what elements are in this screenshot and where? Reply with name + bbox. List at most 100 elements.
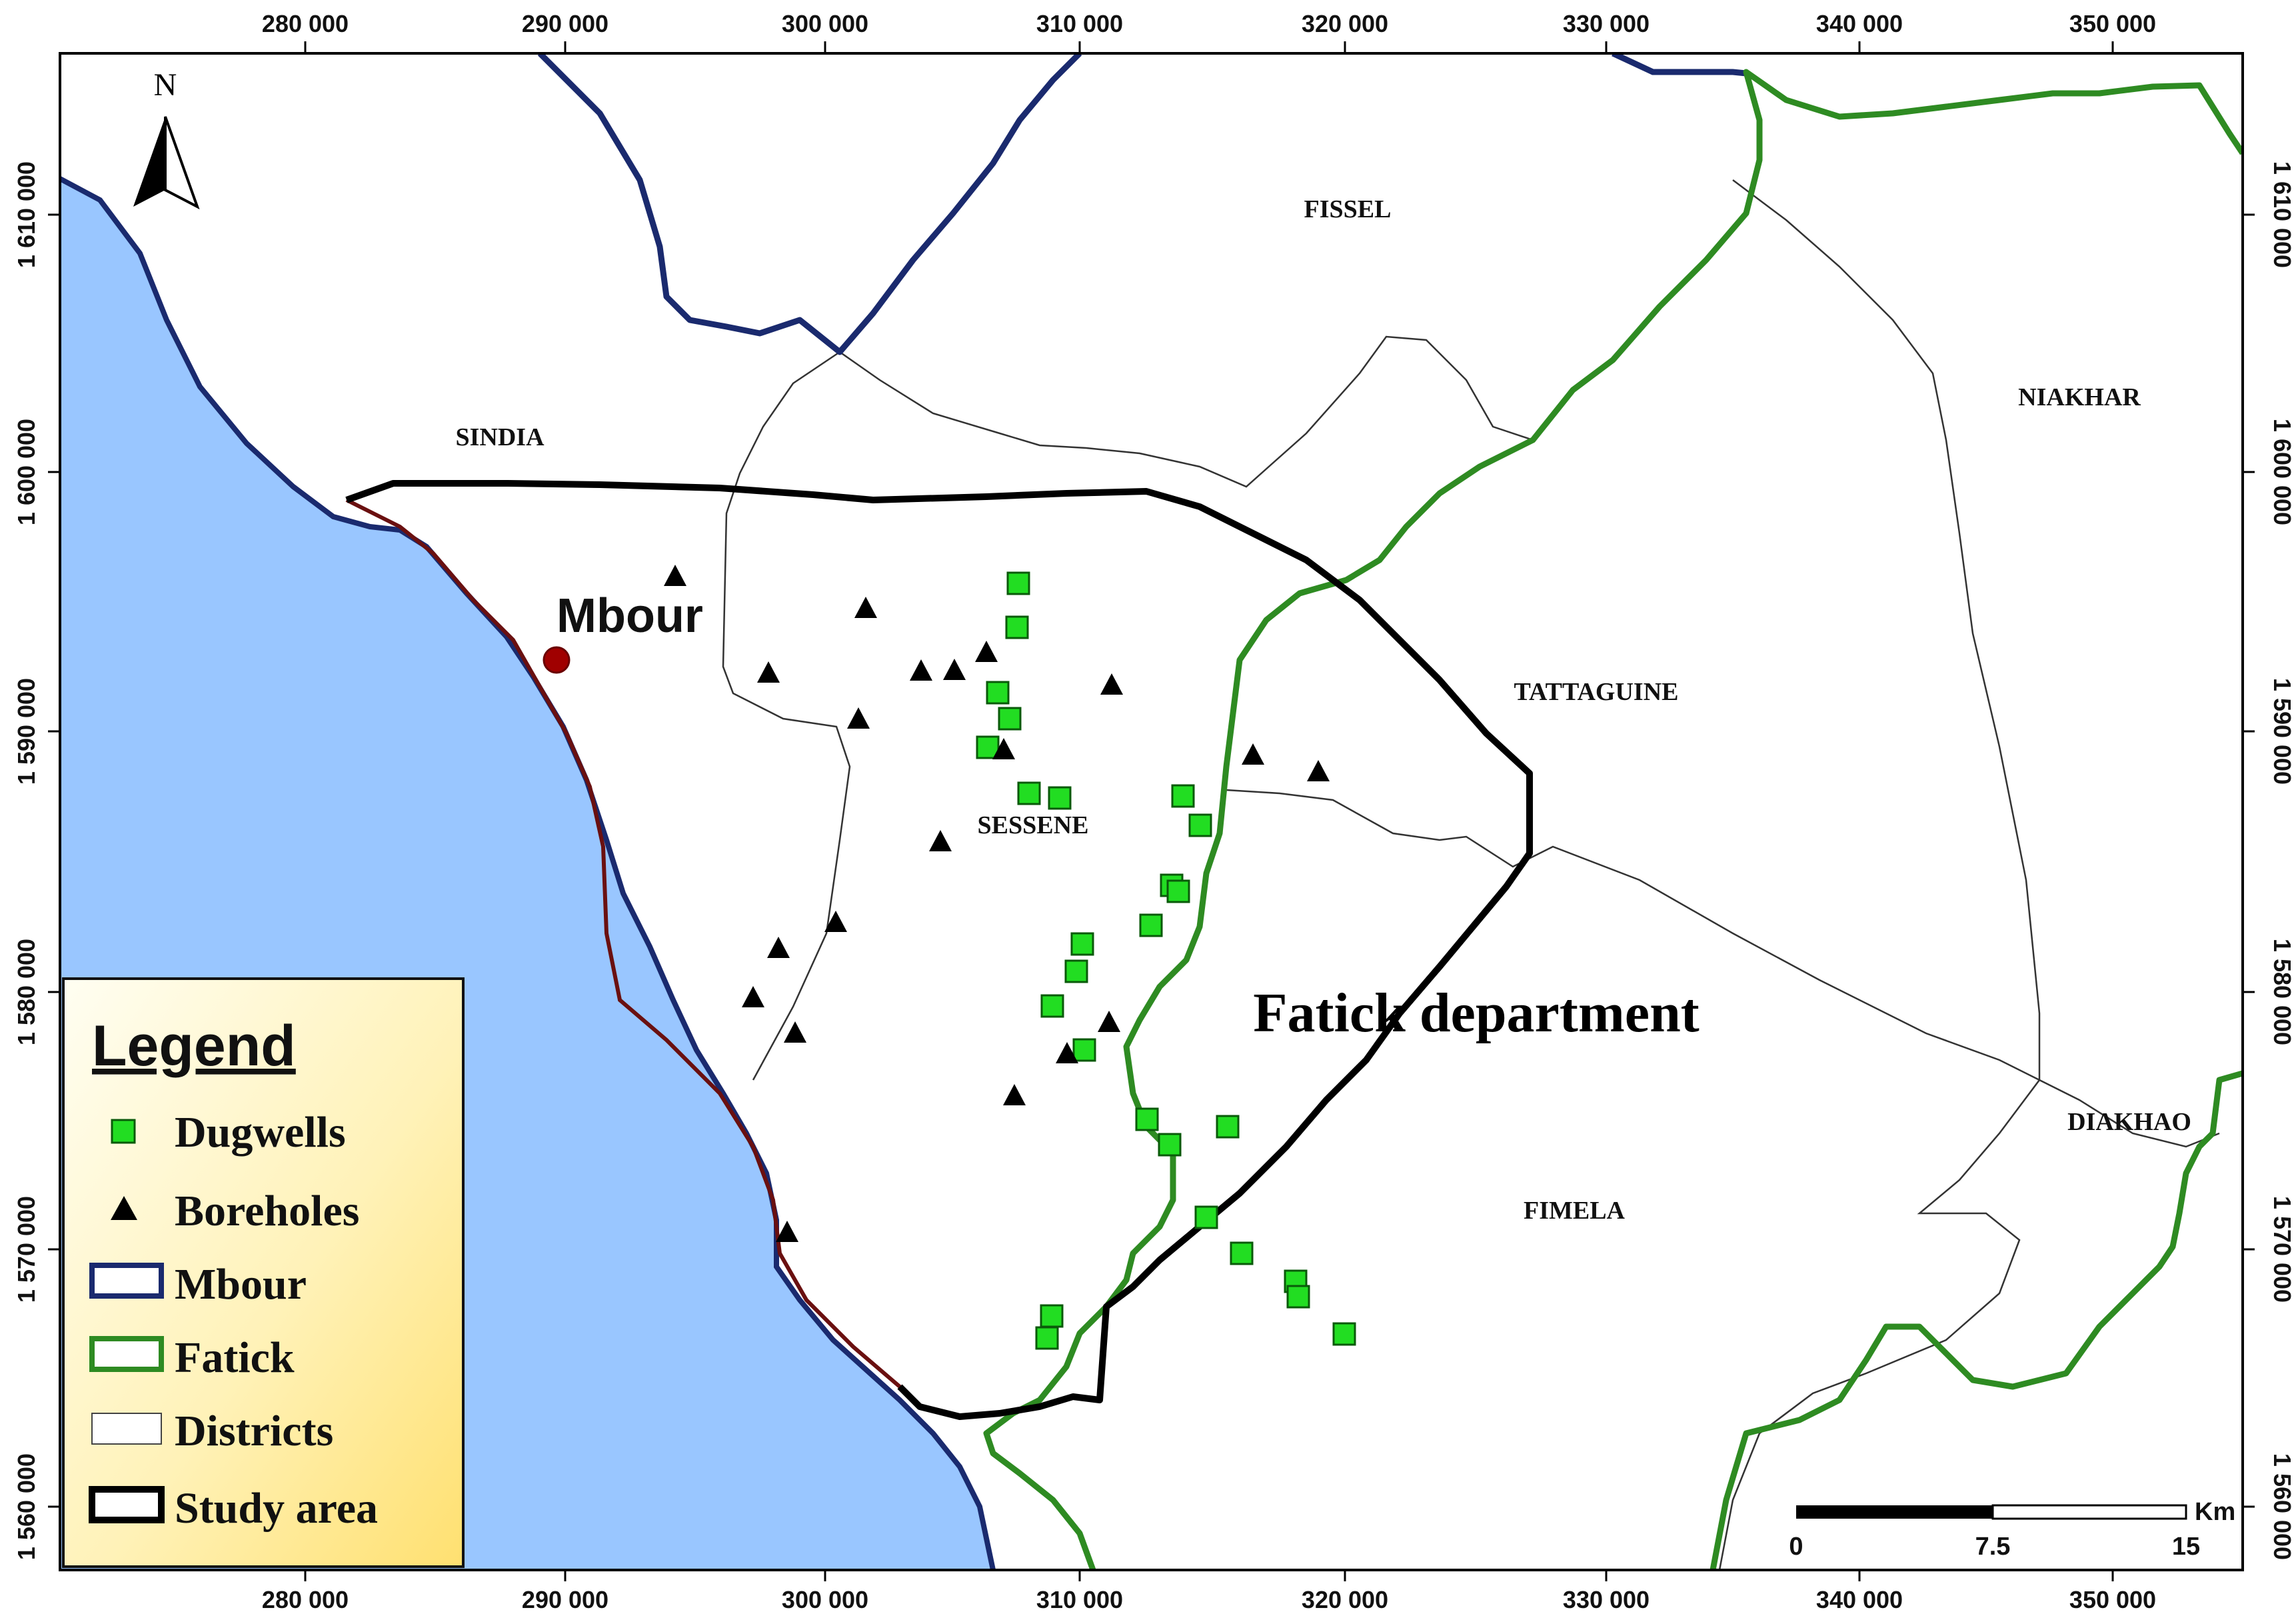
dugwell-marker (1005, 615, 1029, 639)
dugwell-marker (1166, 879, 1190, 903)
legend-label-mbour: Mbour (175, 1260, 307, 1309)
fatick-boundary-east (1710, 1070, 2243, 1570)
dugwell-marker (1035, 1326, 1059, 1350)
x-tick-label-bottom: 320 000 (1302, 1586, 1388, 1613)
legend-study-area-icon (89, 1486, 165, 1523)
borehole-marker (992, 738, 1015, 759)
city-marker-mbour (543, 646, 571, 674)
fatick-boundary (983, 69, 2243, 1570)
borehole-marker (1242, 743, 1264, 765)
y-tick-label-right: 1 590 000 (2269, 678, 2296, 785)
borehole-marker (975, 641, 998, 662)
mbour-coast-line (60, 176, 996, 1570)
dugwell-marker (1188, 813, 1212, 837)
legend-label-fatick: Fatick (175, 1333, 295, 1382)
legend-label-study-area: Study area (175, 1484, 378, 1533)
x-tick-label-bottom: 340 000 (1816, 1586, 1903, 1613)
city-label-mbour: Mbour (557, 589, 703, 643)
dugwell-marker (1040, 1304, 1064, 1328)
dugwell-marker (1017, 781, 1041, 805)
dugwell-marker (1194, 1205, 1218, 1229)
y-tick-label-left: 1 570 000 (13, 1196, 40, 1303)
dugwell-marker (1216, 1115, 1240, 1139)
y-tick-label-left: 1 580 000 (13, 939, 40, 1045)
borehole-marker (910, 659, 932, 681)
x-tick-label-top: 330 000 (1563, 10, 1650, 37)
mbour-boundary (537, 53, 1082, 355)
district-label-niakhar: NIAKHAR (2018, 383, 2141, 411)
borehole-marker (776, 1221, 798, 1242)
borehole-marker (1003, 1084, 1026, 1105)
x-tick-label-top: 280 000 (262, 10, 349, 37)
x-tick-label-bottom: 310 000 (1036, 1586, 1123, 1613)
scale-bar: 0 7.5 15 Km (1789, 1498, 2235, 1561)
district-label-tattaguine: TATTAGUINE (1514, 678, 1678, 706)
mbour-boundary-north (1612, 53, 1747, 77)
x-tick-label-top: 340 000 (1816, 10, 1903, 37)
y-tick-label-right: 1 560 000 (2269, 1453, 2296, 1560)
x-tick-label-top: 310 000 (1036, 10, 1123, 37)
dugwell-layer (976, 571, 1356, 1350)
scale-label-0: 0 (1789, 1533, 1803, 1561)
x-tick-label-bottom: 290 000 (522, 1586, 608, 1613)
scale-bar-black (1796, 1505, 1993, 1519)
dugwell-marker (1006, 571, 1030, 595)
borehole-marker (943, 659, 966, 680)
y-tick-label-left: 1 560 000 (13, 1453, 40, 1560)
scale-bar-white (1991, 1504, 2187, 1520)
dugwell-marker (998, 707, 1022, 731)
y-tick-label-right: 1 600 000 (2269, 419, 2296, 525)
dugwell-marker (1072, 1038, 1096, 1062)
dugwell-marker (1070, 932, 1094, 956)
legend-dugwell-icon (111, 1119, 136, 1144)
x-tick-label-bottom: 350 000 (2069, 1586, 2156, 1613)
dugwell-marker (1064, 959, 1088, 983)
dugwell-marker (1040, 994, 1064, 1018)
borehole-marker (664, 565, 686, 586)
borehole-marker (1307, 760, 1330, 781)
map-frame-border (59, 52, 2244, 1571)
borehole-marker (847, 707, 870, 729)
x-tick-label-bottom: 280 000 (262, 1586, 349, 1613)
legend-mbour-icon (89, 1263, 164, 1299)
dugwell-marker (1158, 1133, 1182, 1157)
borehole-marker (824, 911, 847, 932)
district-label-fimela: FIMELA (1524, 1197, 1626, 1225)
north-arrow-icon (133, 117, 165, 207)
north-label: N (154, 67, 177, 103)
district-lines (722, 179, 2220, 1570)
north-arrow-icon-right (164, 116, 200, 210)
legend-label-districts: Districts (175, 1407, 333, 1455)
borehole-marker (1056, 1042, 1078, 1063)
y-tick-label-right: 1 580 000 (2269, 939, 2296, 1045)
x-tick-label-top: 290 000 (522, 10, 608, 37)
legend-districts-icon (91, 1413, 162, 1445)
borehole-marker (742, 986, 764, 1007)
dugwell-marker (1171, 784, 1195, 808)
borehole-layer (664, 565, 1330, 1242)
dugwell-marker (1230, 1241, 1254, 1265)
legend-borehole-icon (111, 1196, 137, 1220)
legend-fatick-icon (89, 1336, 164, 1372)
borehole-marker (784, 1021, 806, 1043)
dugwell-marker (1139, 913, 1163, 937)
y-tick-label-left: 1 590 000 (13, 678, 40, 785)
y-tick-label-right: 1 610 000 (2269, 161, 2296, 268)
x-tick-label-bottom: 330 000 (1563, 1586, 1650, 1613)
department-label: Fatick department (1253, 982, 1700, 1044)
borehole-marker (1100, 673, 1123, 695)
x-tick-label-top: 300 000 (782, 10, 868, 37)
legend-title: Legend (92, 1014, 296, 1078)
scale-label-15: 15 (2172, 1533, 2200, 1561)
dugwell-marker (1135, 1107, 1159, 1131)
district-label-diakhao: DIAKHAO (2067, 1108, 2191, 1136)
dugwell-marker (1332, 1322, 1356, 1346)
scale-unit: Km (2195, 1498, 2235, 1526)
study-area-boundary (345, 480, 1533, 1420)
